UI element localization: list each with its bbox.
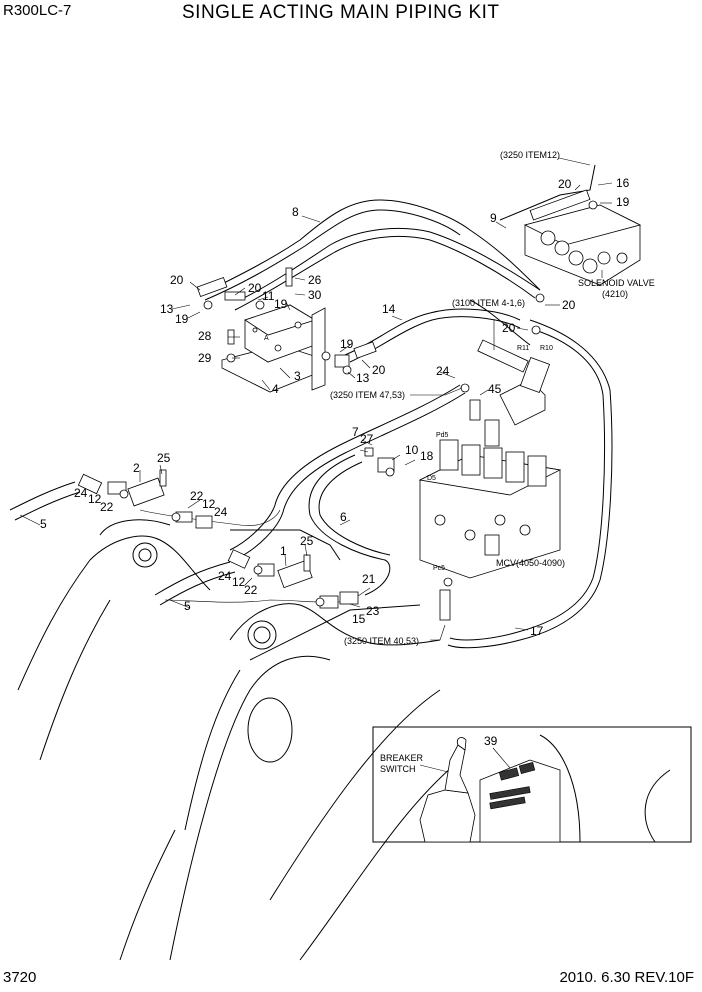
ref-3250-item12: (3250 ITEM12)	[500, 150, 560, 160]
callout-3: 3	[294, 369, 301, 383]
reference-labels: (3250 ITEM12) (3100 ITEM 4-1,6) (3250 IT…	[264, 150, 655, 774]
callout-20f: 20	[372, 363, 386, 377]
page-number: 3720	[3, 969, 37, 986]
callout-19d: 19	[340, 337, 354, 351]
callout-26: 26	[308, 273, 322, 287]
ref-3100-item: (3100 ITEM 4-1,6)	[452, 298, 525, 308]
port-r11: R11	[517, 345, 529, 352]
callout-28: 28	[198, 329, 212, 343]
page-title: SINGLE ACTING MAIN PIPING KIT	[182, 2, 500, 23]
callout-7: 7	[352, 425, 359, 439]
callout-18: 18	[420, 449, 434, 463]
callout-4: 4	[272, 382, 279, 396]
port-d5: D5	[427, 475, 436, 482]
callout-12c: 12	[232, 575, 246, 589]
ref-3250-item47: (3250 ITEM 47,53)	[330, 390, 405, 400]
callout-6: 6	[340, 510, 347, 524]
callout-29: 29	[198, 351, 212, 365]
callout-9: 9	[490, 211, 497, 225]
callout-12b: 12	[202, 497, 216, 511]
callout-30: 30	[308, 288, 322, 302]
callout-11: 11	[262, 289, 275, 303]
callout-1: 1	[280, 544, 287, 558]
callout-24a: 24	[436, 364, 450, 378]
callout-24d: 24	[218, 569, 232, 583]
callout-25b: 25	[300, 534, 314, 548]
callout-20a: 20	[558, 177, 572, 191]
revision-date: 2010. 6.30 REV.10F	[559, 969, 694, 986]
callout-10: 10	[405, 443, 419, 457]
callout-17: 17	[530, 624, 544, 638]
callout-13b: 13	[356, 371, 370, 385]
callout-22c: 22	[244, 583, 258, 597]
pipes	[9, 164, 613, 649]
callout-24c: 24	[214, 505, 228, 519]
callout-24b: 24	[74, 486, 88, 500]
breaker-label-2: SWITCH	[380, 764, 416, 774]
callout-2: 2	[133, 461, 140, 475]
leader-lines	[19, 157, 613, 641]
model-name: R300LC-7	[3, 2, 72, 19]
callout-20d: 20	[170, 273, 184, 287]
bracket-block	[221, 267, 326, 393]
breaker-switch-inset	[372, 726, 692, 843]
ref-3250-item40: (3250 ITEM 40,53)	[344, 636, 419, 646]
breaker-label-1: BREAKER	[380, 753, 424, 763]
port-a: A	[264, 335, 269, 342]
mcv-label: MCV(4050-4090)	[496, 558, 565, 568]
callout-14: 14	[382, 302, 396, 316]
callout-22b: 22	[190, 489, 204, 503]
callout-12a: 12	[88, 492, 102, 506]
callout-22a: 22	[100, 500, 114, 514]
solenoid-code: (4210)	[602, 289, 628, 299]
callout-20c: 20	[502, 321, 516, 335]
port-pc5: Pc5	[433, 565, 445, 572]
callout-8: 8	[292, 205, 299, 219]
callout-13a: 13	[160, 302, 174, 316]
main-control-valve	[418, 419, 562, 579]
callout-21: 21	[362, 572, 376, 586]
fittings	[77, 200, 598, 621]
callout-16: 16	[616, 176, 630, 190]
callout-39: 39	[484, 734, 498, 748]
boom-structure	[17, 519, 461, 961]
solenoid-valve	[523, 189, 642, 286]
port-pd5: Pd5	[436, 432, 449, 439]
callout-27: 27	[360, 432, 374, 446]
callouts: 8 9 20 16 19 20 20 14 20 13 19 20 11 19 …	[40, 176, 630, 748]
callout-19c: 19	[274, 297, 288, 311]
callout-5b: 5	[184, 599, 191, 613]
callout-25a: 25	[157, 451, 171, 465]
callout-23: 23	[366, 604, 380, 618]
callout-45: 45	[488, 382, 502, 396]
callout-15: 15	[352, 612, 366, 626]
callout-19b: 19	[175, 312, 189, 326]
callout-20b: 20	[562, 298, 576, 312]
callout-20e: 20	[248, 281, 262, 295]
callout-5a: 5	[40, 517, 47, 531]
solenoid-label: SOLENOID VALVE	[578, 278, 655, 288]
callout-19a: 19	[616, 195, 630, 209]
port-r10: R10	[540, 345, 553, 352]
